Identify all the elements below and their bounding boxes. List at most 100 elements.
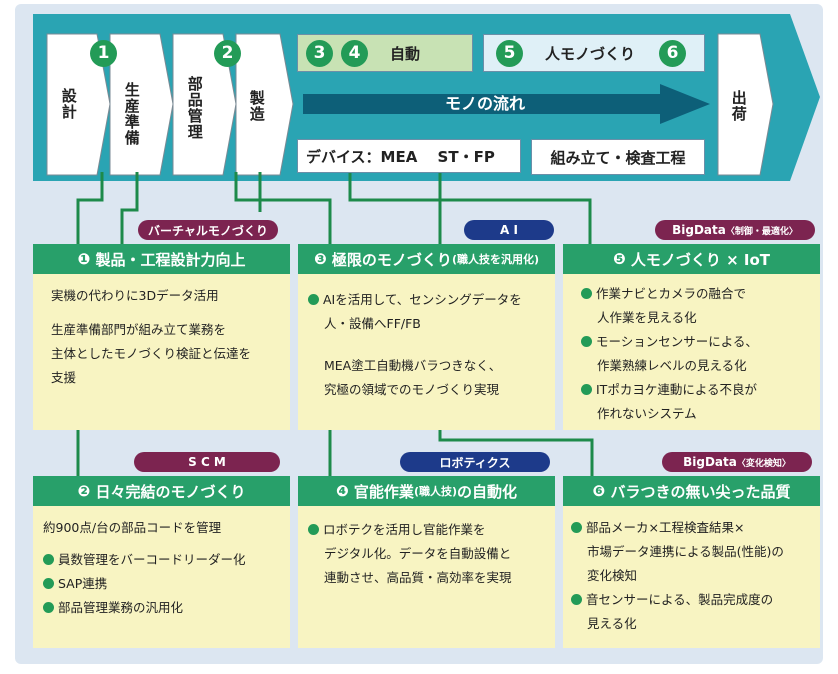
panel-2-number: ❷: [77, 482, 91, 500]
panel-2-line: 約900点/台の部品コードを管理: [43, 520, 222, 535]
panel-3-number: ❸: [313, 250, 327, 268]
panel-2-header: ❷ 日々完結のモノづくり: [33, 476, 290, 506]
number-badge-6: 6: [659, 39, 687, 67]
chevron-prep: [109, 33, 174, 176]
panel-5-number: ❺: [612, 250, 626, 268]
panel-6-line: 見える化: [587, 616, 637, 631]
bullet-icon: [308, 294, 319, 305]
chevron-parts: [172, 33, 237, 176]
panel-3-body: AIを活用して、センシングデータを 人・設備へFF/FB MEA塗工自動機バラつ…: [308, 288, 522, 402]
panel-4-header: ❹ 官能作業(職人技)の自動化: [298, 476, 555, 506]
panel-1-title: 製品・工程設計力向上: [95, 250, 246, 269]
panel-6-title: バラつきの無い尖った品質: [610, 482, 791, 501]
panel-5-line: 人作業を見える化: [597, 310, 697, 325]
tag-bigdata-control: BigData〈制御・最適化〉: [655, 220, 815, 240]
panel-6-body: 部品メーカ×工程検査結果× 市場データ連携による製品(性能)の 変化検知 音セン…: [571, 516, 784, 636]
panel-2-line: 部品管理業務の汎用化: [58, 600, 184, 615]
panel-4-number: ❹: [335, 482, 349, 500]
panel-2-title: 日々完結のモノづくり: [95, 482, 246, 501]
number-badge-1: 1: [90, 40, 117, 67]
panel-4-title-note: (職人技): [413, 485, 457, 498]
panel-5-line: 作業ナビとカメラの融合で: [596, 286, 747, 301]
panel-design-improvement: ❶ 製品・工程設計力向上 実機の代わりに3Dデータ活用 生産準備部門が組み立て業…: [33, 244, 290, 430]
auto-label: 自動: [390, 44, 421, 63]
bullet-icon: [571, 522, 582, 533]
flow-arrow: [303, 84, 710, 124]
panel-1-number: ❶: [77, 250, 91, 268]
devices-box: デバイス：MEA ST・FP: [297, 139, 521, 173]
panel-2-line: SAP連携: [58, 576, 108, 591]
panel-6-number: ❻: [592, 482, 606, 500]
panel-3-title-note: (職人技を汎用化): [451, 253, 539, 266]
panel-5-header: ❺ 人モノづくり × IoT: [563, 244, 820, 274]
stage-shipping: 出荷: [729, 90, 748, 122]
panel-quality: ❻ バラつきの無い尖った品質 部品メーカ×工程検査結果× 市場データ連携による製…: [563, 476, 820, 648]
panel-1-header: ❶ 製品・工程設計力向上: [33, 244, 290, 274]
panel-3-title: 極限のモノづくり: [331, 250, 452, 269]
panel-1-line: 実機の代わりに3Dデータ活用: [51, 288, 219, 303]
auto-process-box: 3 4 自動: [297, 34, 473, 72]
panel-1-line: 主体としたモノづくり検証と伝達を: [51, 346, 252, 361]
panel-4-line: ロボテクを活用し官能作業を: [323, 522, 486, 537]
stage-design: 設計: [59, 88, 78, 120]
panel-daily-completion: ❷ 日々完結のモノづくり 約900点/台の部品コードを管理 員数管理をバーコード…: [33, 476, 290, 648]
panel-4-body: ロボテクを活用し官能作業を デジタル化。データを自動設備と 連動させ、高品質・高…: [308, 518, 512, 590]
stage-preparation: 生産準備: [122, 82, 141, 146]
panel-5-line: モーションセンサーによる、: [596, 334, 758, 349]
panel-extreme-manufacturing: ❸ 極限のモノづくり(職人技を汎用化) AIを活用して、センシングデータを 人・…: [298, 244, 555, 430]
tag-ai: A I: [464, 220, 554, 240]
chevron-design: [46, 33, 111, 176]
panel-6-header: ❻ バラつきの無い尖った品質: [563, 476, 820, 506]
panel-6-line: 変化検知: [587, 568, 638, 583]
panel-4-title: 官能作業: [353, 482, 414, 501]
assembly-box: 組み立て・検査工程: [531, 139, 705, 175]
tag-robotics: ロボティクス: [400, 452, 550, 472]
panel-6-line: 部品メーカ×工程検査結果×: [586, 520, 745, 535]
panel-6-line: 音センサーによる、製品完成度の: [586, 592, 774, 607]
human-label: 人モノづくり: [545, 44, 636, 63]
bullet-icon: [43, 578, 54, 589]
tag-virtual: バーチャルモノづくり: [138, 220, 278, 240]
bullet-icon: [581, 288, 592, 299]
number-badge-2: 2: [214, 40, 241, 67]
bullet-icon: [43, 554, 54, 565]
panel-5-body: 作業ナビとカメラの融合で 人作業を見える化 モーションセンサーによる、 作業熟練…: [581, 282, 758, 426]
number-badge-4: 4: [341, 39, 368, 67]
panel-4-line: デジタル化。データを自動設備と: [324, 546, 512, 561]
number-badge-3: 3: [306, 39, 333, 67]
panel-6-line: 市場データ連携による製品(性能)の: [587, 544, 784, 559]
panel-5-line: 作れないシステム: [597, 406, 697, 421]
bullet-icon: [308, 524, 319, 535]
tag-bigdata-control-sub: 〈制御・最適化〉: [725, 226, 798, 237]
number-badge-5: 5: [496, 39, 523, 67]
panel-5-line: ITポカヨケ連動による不良が: [596, 382, 757, 397]
stage-parts-management: 部品管理: [185, 76, 204, 140]
panel-3-line: 究極の領域でのモノづくり実現: [324, 382, 500, 397]
bullet-icon: [43, 602, 54, 613]
panel-2-line: 員数管理をバーコードリーダー化: [58, 552, 246, 567]
panel-1-body: 実機の代わりに3Dデータ活用 生産準備部門が組み立て業務を 主体としたモノづくり…: [51, 284, 251, 390]
stage-manufacturing: 製造: [247, 90, 266, 122]
panel-4-line: 連動させ、高品質・高効率を実現: [324, 570, 512, 585]
chevron-ship: [717, 33, 774, 176]
panel-3-header: ❸ 極限のモノづくり(職人技を汎用化): [298, 244, 555, 274]
panel-human-iot: ❺ 人モノづくり × IoT 作業ナビとカメラの融合で 人作業を見える化 モーシ…: [563, 244, 820, 430]
panel-1-line: 生産準備部門が組み立て業務を: [51, 322, 227, 337]
panel-2-body: 約900点/台の部品コードを管理 員数管理をバーコードリーダー化 SAP連携 部…: [43, 516, 246, 620]
panel-5-line: 作業熟練レベルの見える化: [597, 358, 747, 373]
human-process-box: 5 人モノづくり 6: [483, 34, 705, 72]
panel-3-line: AIを活用して、センシングデータを: [323, 292, 522, 307]
tag-bigdata-change: BigData〈変化検知〉: [662, 452, 812, 472]
panel-sensory-automation: ❹ 官能作業(職人技)の自動化 ロボテクを活用し官能作業を デジタル化。データを…: [298, 476, 555, 648]
chevron-mfg: [235, 33, 294, 176]
bullet-icon: [571, 594, 582, 605]
panel-5-title: 人モノづくり × IoT: [630, 250, 771, 269]
tag-bigdata-control-main: BigData: [672, 223, 726, 237]
bullet-icon: [581, 336, 592, 347]
panel-4-title-tail: の自動化: [457, 482, 518, 501]
panel-3-line: 人・設備へFF/FB: [324, 316, 421, 331]
tag-bigdata-change-main: BigData: [683, 455, 737, 469]
panel-1-line: 支援: [51, 370, 77, 385]
flow-label: モノの流れ: [445, 94, 526, 113]
tag-bigdata-change-sub: 〈変化検知〉: [736, 458, 791, 469]
